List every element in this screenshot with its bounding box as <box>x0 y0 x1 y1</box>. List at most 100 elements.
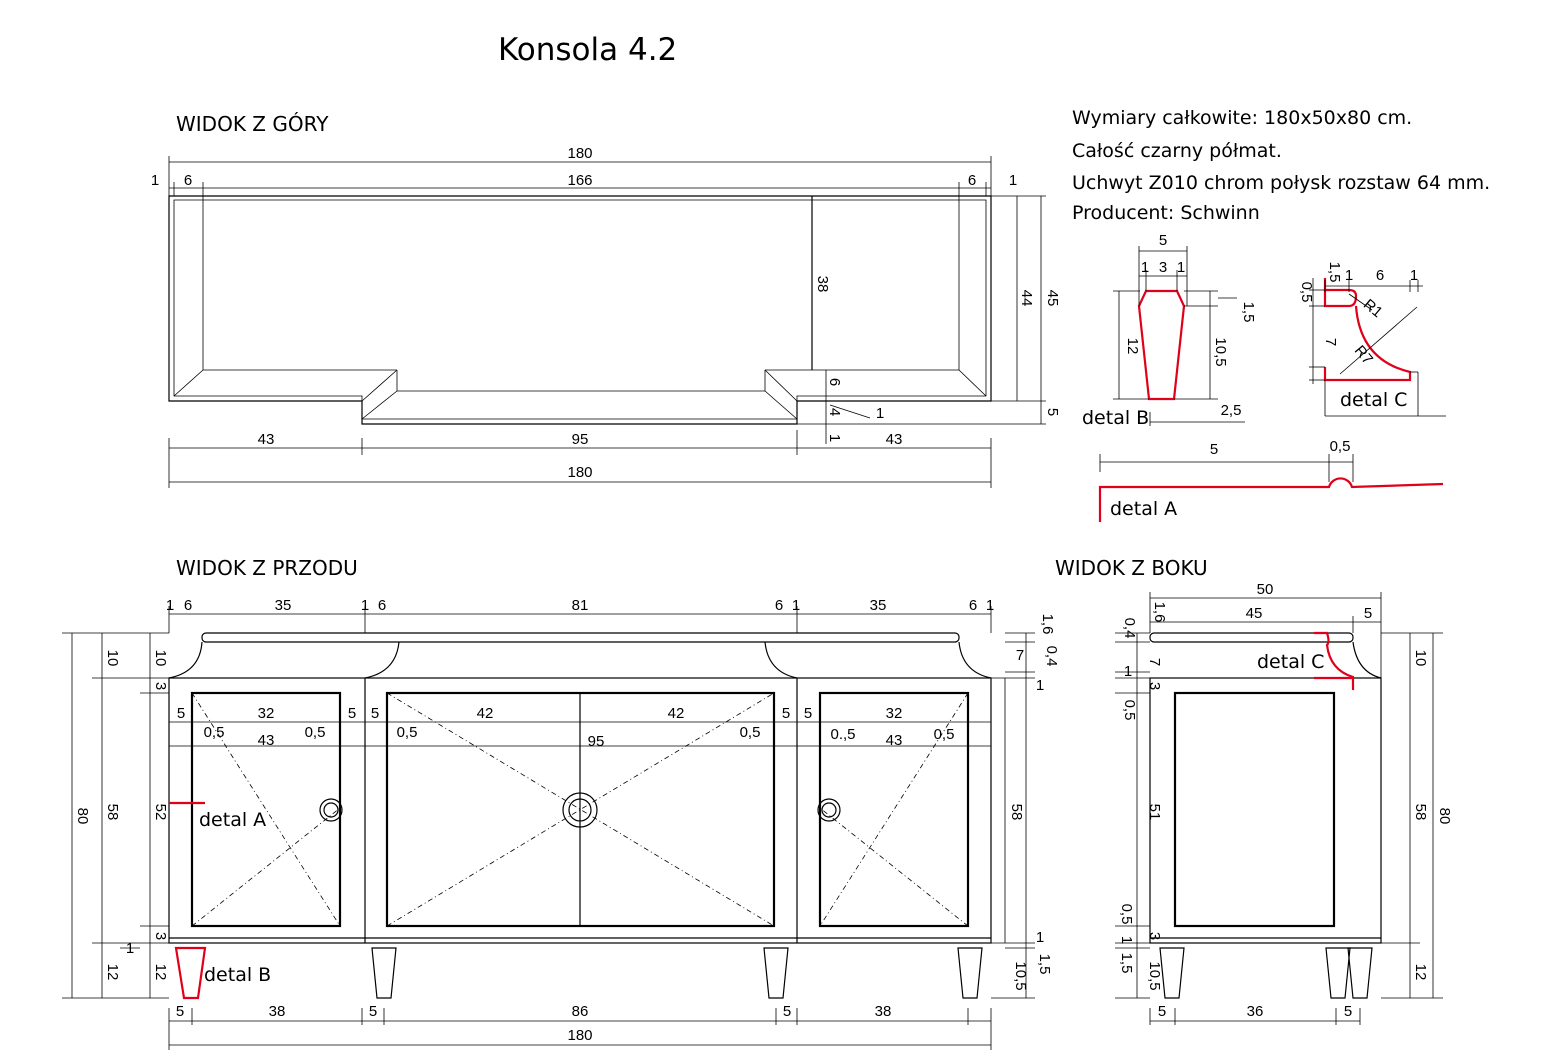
dim-front-plinth: 1 <box>126 940 134 957</box>
dim-front-stile-4: 5 <box>782 705 790 722</box>
dim-front-stile-3: 5 <box>371 705 379 722</box>
dim-front-opening-right: 43 <box>886 732 903 749</box>
dim-front-center: 81 <box>572 597 589 614</box>
top-view-label: WIDOK Z GÓRY <box>176 112 329 136</box>
dim-side-frame-bottom: 3 <box>1146 932 1163 940</box>
dim-top-recess-edge: 1 <box>876 405 884 422</box>
dim-front-stile-2: 5 <box>348 705 356 722</box>
dim-side-plinth: 1 <box>1118 936 1135 944</box>
dim-front-opening-left: 43 <box>258 732 275 749</box>
dim-c-radius-small: R1 <box>1360 296 1386 321</box>
dim-side-cornice: 7 <box>1146 658 1163 666</box>
dim-front-edge-4: 1 <box>986 597 994 614</box>
dim-front-door-left: 32 <box>258 705 275 722</box>
dim-front-carcass-height: 58 <box>104 804 121 821</box>
dim-front-leg-2: 6 <box>378 597 386 614</box>
detail-b-label: detal B <box>1082 407 1149 429</box>
dim-top-inner-width: 166 <box>567 172 592 189</box>
dim-front-collar-right: 1,5 <box>1036 954 1053 975</box>
dim-front-base-1: 5 <box>176 1003 184 1020</box>
note-handle: Uchwyt Z010 chrom połysk rozstaw 64 mm. <box>1072 172 1490 194</box>
dim-c-edge: 1 <box>1410 267 1418 284</box>
dim-front-plinth-right: 1 <box>1036 929 1044 946</box>
dim-front-stile-5: 5 <box>804 705 812 722</box>
detail-c-label: detal C <box>1340 389 1407 411</box>
dim-top-edge-right: 1 <box>1009 172 1017 189</box>
dim-front-gap-2: 0,5 <box>305 724 326 741</box>
dim-top-rail: 6 <box>826 378 843 386</box>
dim-front-top-inner: 10 <box>152 650 169 667</box>
dim-b-foot: 2,5 <box>1221 402 1242 419</box>
dim-c-top: 1,5 <box>1326 262 1343 283</box>
dim-side-overall-height: 80 <box>1436 808 1453 825</box>
dim-front-cornice-lip: 1 <box>1036 677 1044 694</box>
dim-front-wing-right: 35 <box>870 597 887 614</box>
front-detail-a-label: detal A <box>199 809 266 831</box>
dim-top-overall-bottom: 180 <box>567 464 592 481</box>
dim-front-door-center-right: 42 <box>668 705 685 722</box>
dim-a-length: 5 <box>1210 441 1218 458</box>
side-view-label: WIDOK Z BOKU <box>1055 556 1208 580</box>
dim-front-edge-3: 1 <box>792 597 800 614</box>
dim-side-base-span: 36 <box>1247 1003 1264 1020</box>
side-view-drawing <box>1115 592 1443 1025</box>
dim-side-carcass-depth: 45 <box>1246 605 1263 622</box>
dim-side-slab: 1,6 <box>1151 602 1168 623</box>
dim-a-bead: 0,5 <box>1330 438 1351 455</box>
dim-front-gap-5: 0.,5 <box>830 726 855 743</box>
dim-side-top-right: 10 <box>1412 650 1429 667</box>
dim-front-base-2: 5 <box>369 1003 377 1020</box>
dim-front-slab: 1,6 <box>1039 614 1056 635</box>
dim-top-recess: 4 <box>826 408 843 416</box>
dim-top-leg-left: 6 <box>184 172 192 189</box>
dim-front-door-center-left: 42 <box>477 705 494 722</box>
dim-side-leg: 10,5 <box>1146 961 1163 990</box>
dim-b-collar: 1,5 <box>1240 302 1257 323</box>
dim-side-cornice-lip: 1 <box>1124 663 1132 680</box>
dim-front-gap-6: 0,5 <box>934 726 955 743</box>
dim-front-stile-1: 5 <box>177 705 185 722</box>
dim-front-top-outer: 10 <box>104 650 121 667</box>
dim-side-collar: 1,5 <box>1118 953 1135 974</box>
side-detail-c-label: detal C <box>1257 651 1324 673</box>
dim-side-base-2: 5 <box>1344 1003 1352 1020</box>
dim-top-wing-right: 43 <box>886 431 903 448</box>
front-view-label: WIDOK Z PRZODU <box>176 556 358 580</box>
dim-front-overall-width: 180 <box>567 1027 592 1044</box>
dim-front-leg-outer: 12 <box>104 964 121 981</box>
dim-b-right: 1 <box>1177 259 1185 276</box>
dim-front-opening-center: 95 <box>588 733 605 750</box>
dim-b-taper: 10,5 <box>1212 337 1229 366</box>
dim-top-overall-width: 180 <box>567 145 592 162</box>
detail-a-drawing <box>1098 454 1444 522</box>
dim-top-center: 95 <box>572 431 589 448</box>
dim-top-recess-lip: 1 <box>826 434 843 442</box>
dim-front-overall-height: 80 <box>74 808 91 825</box>
dim-front-base-span-right: 38 <box>875 1003 892 1020</box>
dim-side-carcass-height: 58 <box>1412 804 1429 821</box>
dim-front-gap-3: 0,5 <box>397 724 418 741</box>
dim-front-leg-right: 10,5 <box>1012 961 1029 990</box>
dim-b-height: 12 <box>1124 338 1141 355</box>
dim-front-frame-bottom: 3 <box>152 932 169 940</box>
top-view-drawing <box>168 156 1046 488</box>
detail-b-drawing <box>1113 246 1245 426</box>
dim-front-door-height: 52 <box>152 804 169 821</box>
dim-front-gap-1: 0,5 <box>204 724 225 741</box>
detail-a-label: detal A <box>1110 498 1177 520</box>
dim-front-cornice: 7 <box>1016 647 1024 664</box>
dim-front-base-3: 5 <box>783 1003 791 1020</box>
dim-side-overhang: 5 <box>1364 605 1372 622</box>
dim-front-door-right: 32 <box>886 705 903 722</box>
dim-side-leg-right: 12 <box>1412 964 1429 981</box>
front-view-drawing <box>62 606 1035 1050</box>
dim-front-edge-2: 1 <box>361 597 369 614</box>
dim-c-lip: 1 <box>1345 267 1353 284</box>
dim-side-door-gap-bottom: 0,5 <box>1118 904 1135 925</box>
dim-top-depth: 44 <box>1018 290 1035 307</box>
dim-b-width: 5 <box>1159 232 1167 249</box>
dim-front-leg-inner: 12 <box>152 964 169 981</box>
dim-front-frame-top: 3 <box>152 682 169 690</box>
dim-c-width: 6 <box>1376 267 1384 284</box>
dim-front-carcass-height-right: 58 <box>1008 804 1025 821</box>
